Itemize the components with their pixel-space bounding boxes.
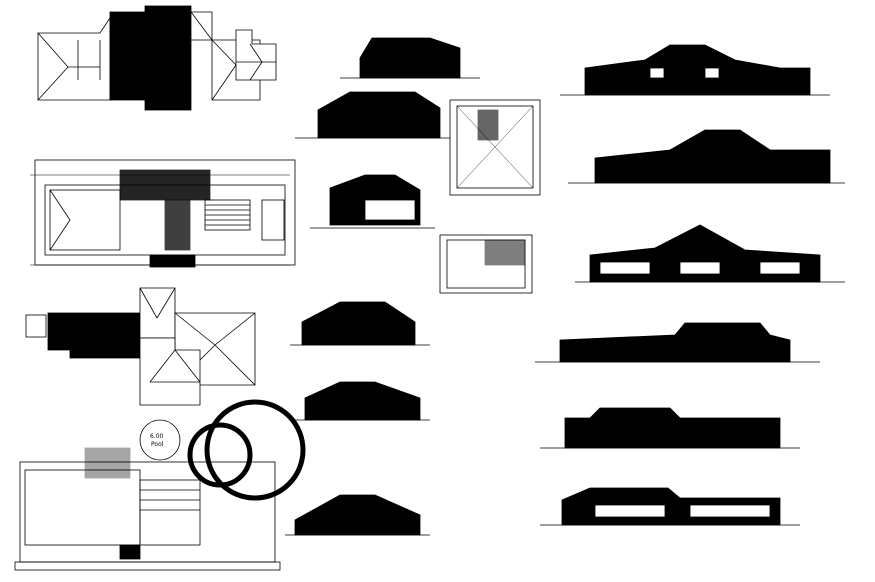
elevation-right-4 <box>535 322 820 363</box>
elevation-right-1 <box>560 44 830 96</box>
elevation-right-3 <box>575 224 845 283</box>
elevation-right-5 <box>540 407 800 449</box>
floor-plan-main <box>30 159 296 268</box>
roof-framing-plan-1 <box>449 99 541 196</box>
section-center-1 <box>310 174 435 229</box>
elevation-center-1 <box>340 37 480 79</box>
elevation-right-2 <box>568 129 845 184</box>
roof-plan-lower <box>25 287 256 406</box>
roof-framing-plan-2 <box>439 234 533 294</box>
pool-label-size: 6.00 <box>150 433 164 440</box>
pool-label-name: Pool <box>151 441 164 448</box>
roof-plan-top <box>37 5 277 111</box>
site-plan-with-pool <box>14 399 306 571</box>
elevation-center-2 <box>295 91 450 139</box>
elevation-center-4 <box>290 381 430 421</box>
elevation-center-3 <box>290 301 430 346</box>
elevation-center-5 <box>285 494 430 536</box>
elevation-right-6 <box>540 487 800 526</box>
